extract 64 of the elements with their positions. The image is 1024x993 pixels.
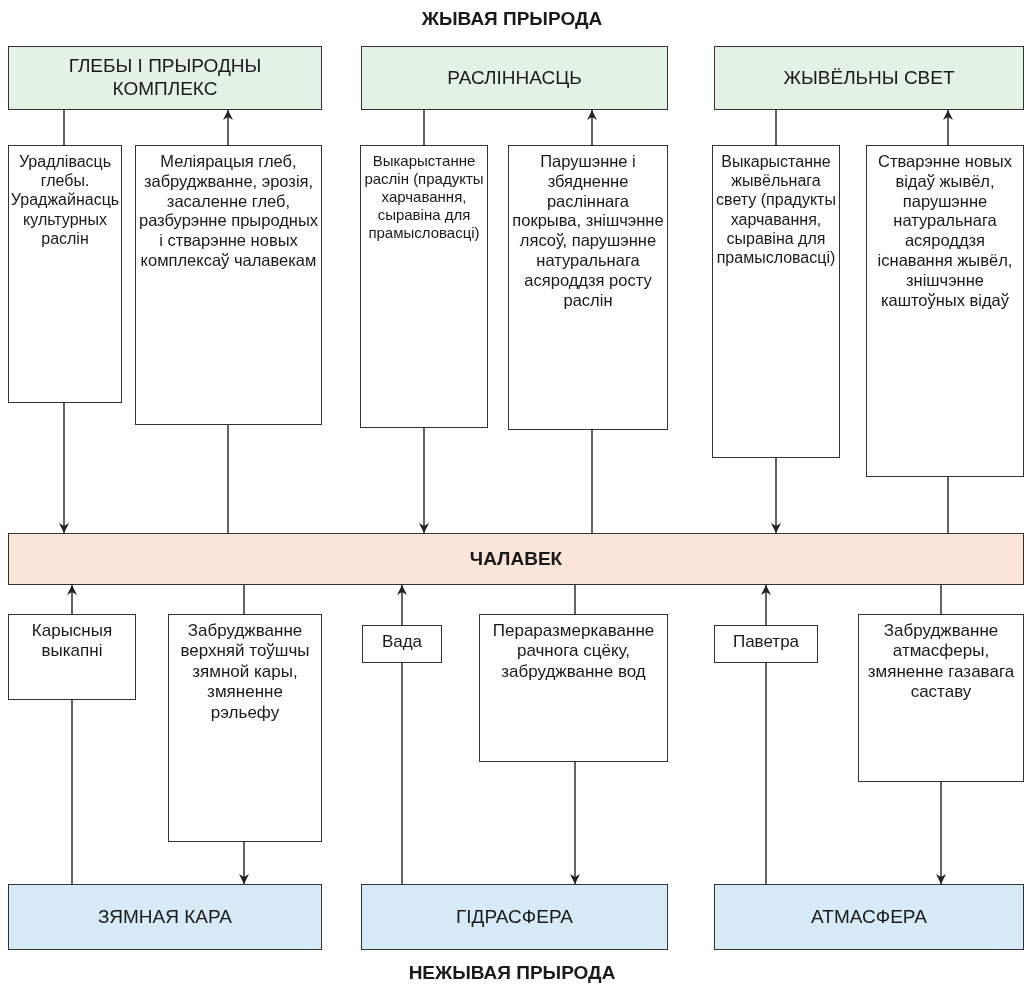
box-text: ГЛЕБЫ І ПРЫРОДНЫ КОМПЛЕКС [67, 55, 263, 101]
text-box [168, 614, 322, 842]
text-box [135, 145, 322, 425]
box-text: Меліярацыя глеб, забруджванне, эрозія, засаленне глеб, разбурэнне прыродных і стварэнне новых комплексаў чалавекам [138, 152, 319, 271]
text-box [362, 625, 442, 663]
diagram-title: ЖЫВАЯ ПРЫРОДА [420, 8, 604, 30]
arrow [223, 109, 233, 146]
box-text: Пераразмеркаванне рачнога сцёку, забруджванне вод [491, 621, 656, 683]
arrow [771, 457, 781, 534]
box-text: ГІДРАСФЕРА [456, 905, 573, 929]
box-text: Паветра [732, 632, 800, 653]
connector-line [775, 109, 777, 146]
category-box [361, 46, 668, 110]
box-text: АТМАСФЕРА [811, 905, 927, 929]
connector-line [71, 699, 73, 885]
arrow [761, 584, 771, 626]
arrow [570, 761, 580, 885]
section-heading: НЕЖЫВАЯ ПРЫРОДА [407, 962, 617, 984]
category-box [8, 884, 322, 950]
connector-line [765, 662, 767, 885]
box-text: Забруджванне верхняй тоўшчы зямной кары, змяненне рэльефу [179, 621, 311, 723]
central-band [8, 533, 1024, 585]
box-text: ЗЯМНАЯ КАРА [98, 905, 232, 929]
connector-line [591, 429, 593, 534]
text-box [858, 614, 1024, 782]
arrow [587, 109, 597, 146]
box-text: Урадлівасць глебы. Ураджайнасць культурных раслін [10, 152, 120, 248]
box-text: Парушэнне і збядненне расліннага покрыва, знішчэнне лясоў, парушэнне натуральнага асяроддзя росту раслін [511, 152, 665, 311]
category-box [714, 46, 1024, 110]
connector-line [243, 584, 245, 615]
box-text: Карысныя выкапні [30, 621, 114, 662]
category-box [714, 884, 1024, 950]
box-text: РАСЛІННАСЦЬ [447, 66, 582, 90]
arrow [419, 427, 429, 534]
text-box [479, 614, 668, 762]
text-box [714, 625, 818, 663]
connector-line [63, 109, 65, 146]
box-text: ЖЫВЁЛЬНЫ СВЕТ [783, 66, 955, 90]
box-text: Выкарыстанне раслін (прадукты харчавання, сыравіна для прамысловасці) [363, 152, 485, 242]
arrow [67, 584, 77, 615]
box-text: Вада [381, 632, 423, 653]
arrow [239, 841, 249, 885]
category-box [8, 46, 322, 110]
box-text: Стварэнне новых відаў жывёл, парушэнне натуральнага асяроддзя існавання жывёл, знішчэнне каштоўных відаў [876, 152, 1014, 311]
box-text: Выкарыстанне жывёльнага свету (прадукты харчавання, сыравіна для прамысловасці) [715, 152, 837, 268]
text-box [360, 145, 488, 428]
connector-line [423, 109, 425, 146]
arrow [397, 584, 407, 626]
text-box [8, 614, 136, 700]
text-box [712, 145, 840, 458]
box-text: ЧАЛАВЕК [469, 547, 563, 571]
text-box [866, 145, 1024, 477]
text-box [8, 145, 122, 403]
arrow [59, 402, 69, 534]
arrow [936, 781, 946, 885]
arrow [943, 109, 953, 146]
connector-line [940, 584, 942, 615]
connector-line [401, 662, 403, 885]
connector-line [574, 584, 576, 615]
connector-line [947, 476, 949, 534]
text-box [508, 145, 668, 430]
category-box [361, 884, 668, 950]
connector-line [227, 424, 229, 534]
box-text: Забруджванне атмасферы, змяненне газавага саставу [866, 621, 1016, 703]
